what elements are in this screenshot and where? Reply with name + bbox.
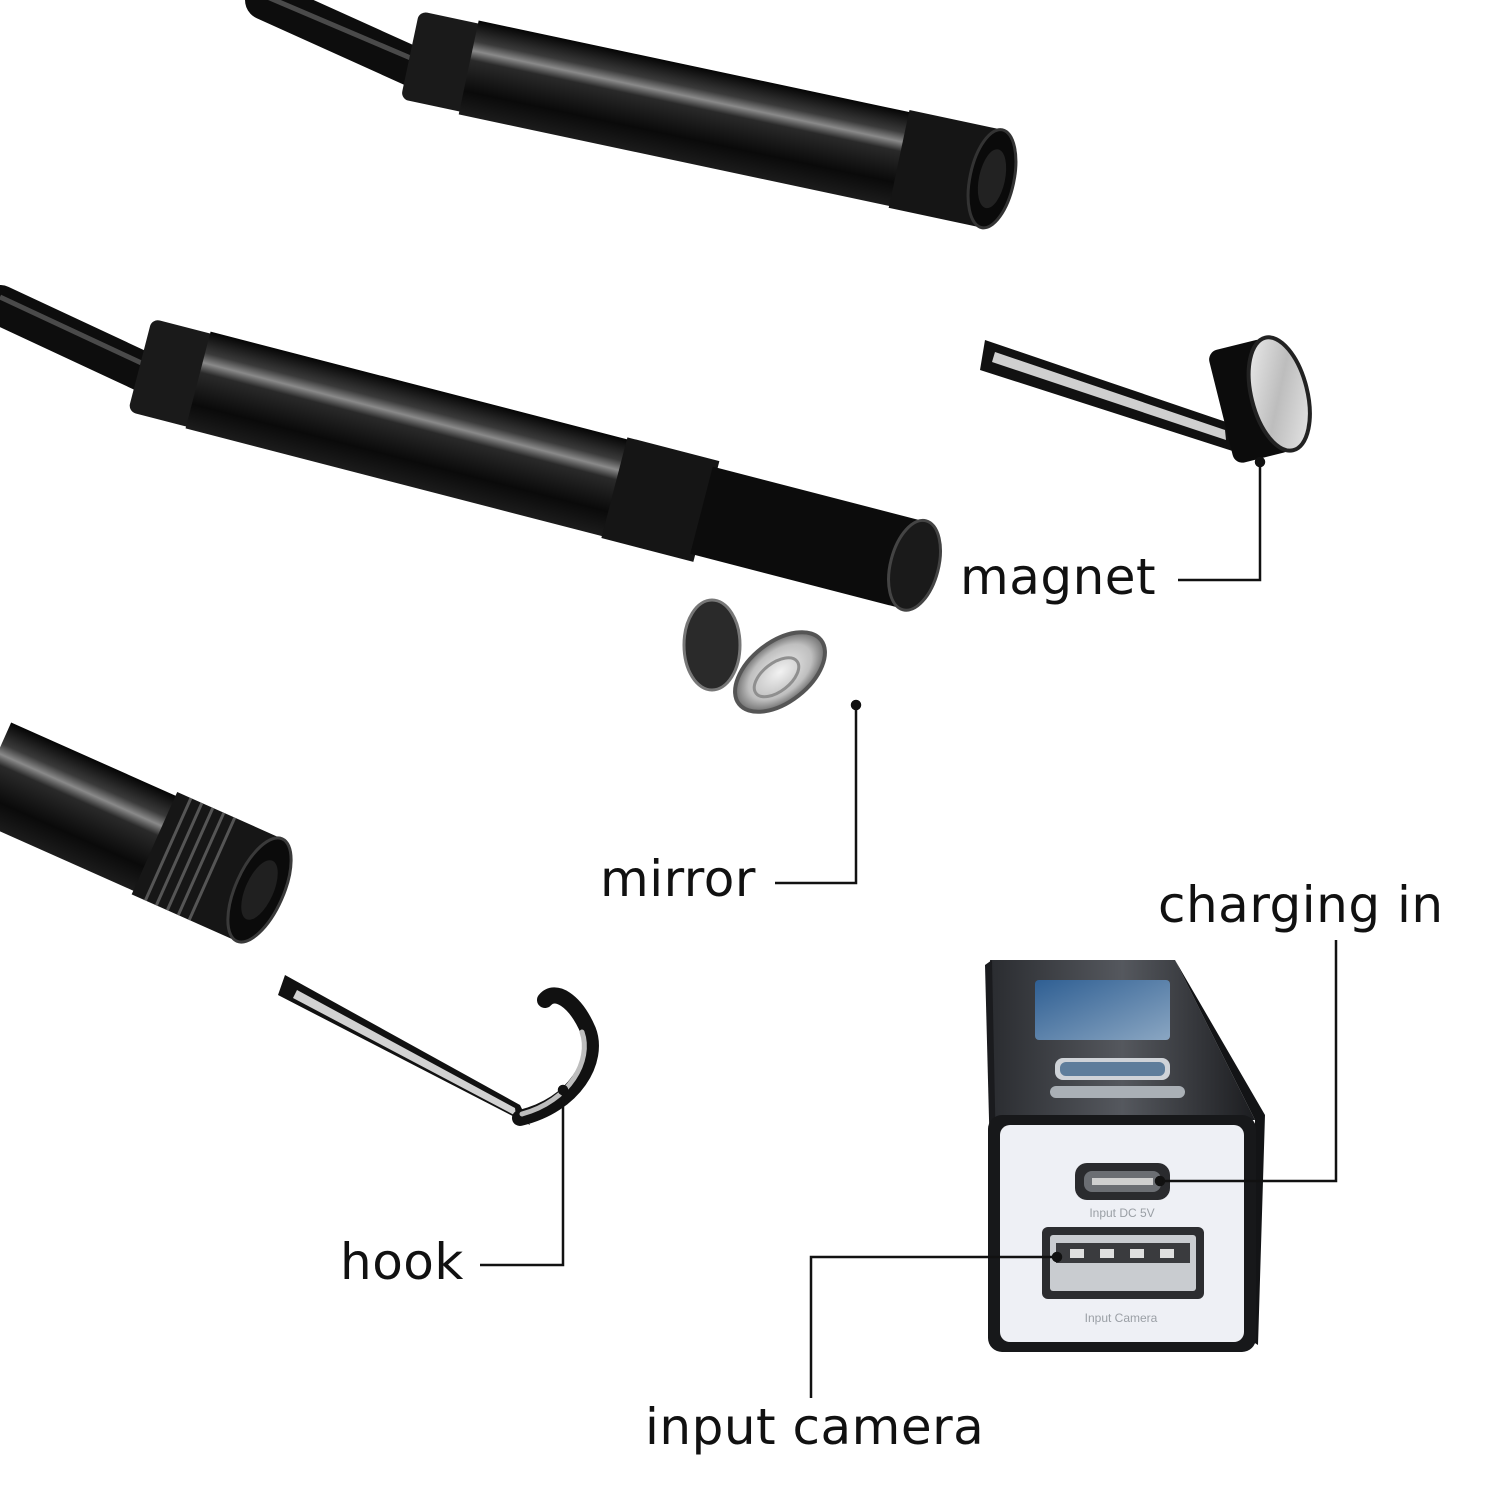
mirror-leader-line: [775, 705, 858, 885]
micro-usb-port: [1075, 1163, 1170, 1200]
magnet-leader-line: [1178, 465, 1262, 582]
mirror-probe: [0, 285, 942, 714]
magnet-label: magnet: [960, 548, 1157, 606]
charging-in-label: charging in: [1158, 876, 1444, 934]
display-screen: [1035, 980, 1170, 1040]
hook-label: hook: [340, 1233, 464, 1291]
camera-leader-line: [809, 1255, 1057, 1398]
camera-port-text: Input Camera: [1085, 1311, 1158, 1325]
charging-leader-line: [1160, 940, 1338, 1183]
hook-leader-line: [480, 1090, 565, 1267]
usb-a-port: [1042, 1227, 1204, 1299]
charging-port-text: Input DC 5V: [1089, 1206, 1154, 1220]
wifi-transmitter: Input DC 5V Input Camera: [985, 960, 1265, 1352]
magnet-probe: [245, 0, 1312, 463]
input-camera-label: input camera: [645, 1398, 985, 1456]
hook-probe: [0, 722, 599, 1126]
mirror-label: mirror: [600, 850, 756, 908]
